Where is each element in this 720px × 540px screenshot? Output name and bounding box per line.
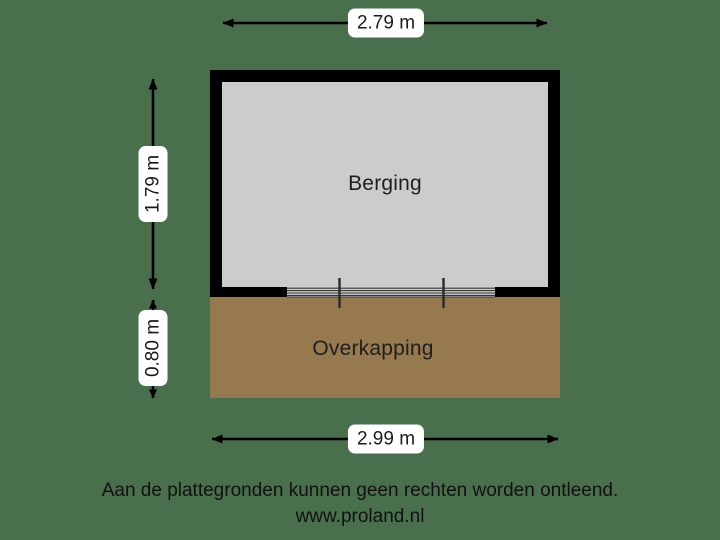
berging-floor <box>222 82 548 287</box>
footer-disclaimer: Aan de plattegronden kunnen geen rechten… <box>101 480 619 501</box>
dimension-label-bottom-width: 2.99 m <box>347 424 425 454</box>
door-opening-gap <box>287 287 495 297</box>
overkapping-floor <box>210 297 560 398</box>
dimension-label-left-upper-height: 1.79 m <box>138 145 168 223</box>
footer: Aan de plattegronden kunnen geen rechten… <box>0 478 720 530</box>
footer-website: www.proland.nl <box>295 506 425 527</box>
dimension-label-top-width: 2.79 m <box>347 8 425 38</box>
dimension-label-left-lower-height: 0.80 m <box>138 309 168 387</box>
room-label-berging: Berging <box>348 172 422 195</box>
room-label-overkapping: Overkapping <box>312 337 434 360</box>
sliding-door-opening <box>287 278 495 308</box>
